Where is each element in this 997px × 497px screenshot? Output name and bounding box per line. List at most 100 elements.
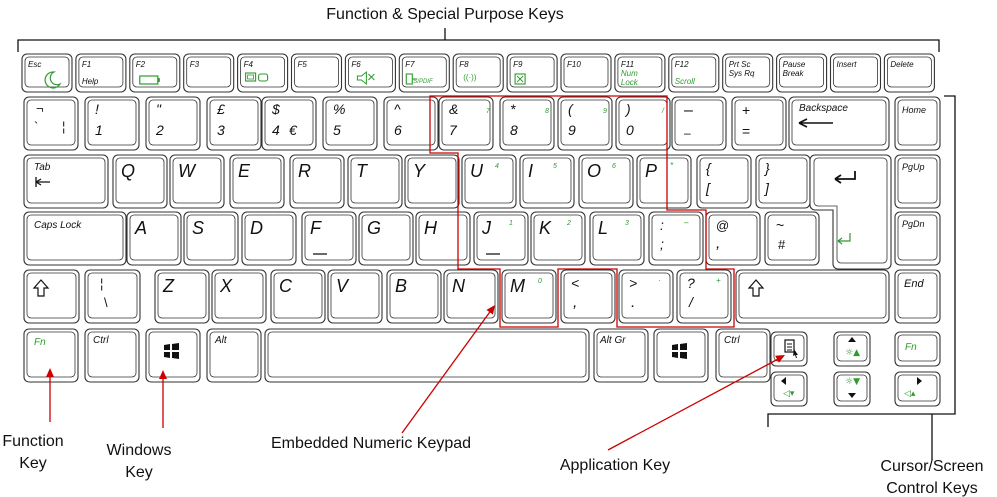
n1-key[interactable] [84, 96, 140, 151]
mute-icon [356, 70, 375, 86]
altgr-key[interactable] [593, 328, 649, 383]
ctrl-label-right: Ctrl [724, 335, 740, 346]
f5-key[interactable] [290, 53, 343, 93]
touchpad-icon [514, 73, 526, 85]
n8-key[interactable] [499, 96, 555, 151]
application-key[interactable] [770, 331, 808, 367]
r-key[interactable] [289, 154, 345, 209]
c-key[interactable] [270, 269, 326, 324]
hash-label: # [778, 237, 786, 252]
comma-key[interactable] [560, 269, 616, 324]
prtsc-key[interactable] [722, 53, 774, 93]
f2-key[interactable] [129, 53, 181, 93]
ctrl-key-left[interactable] [84, 328, 140, 383]
n0-key[interactable] [615, 96, 671, 151]
z-key[interactable] [154, 269, 210, 324]
g-key[interactable] [358, 211, 414, 266]
left-shift-key[interactable] [23, 269, 80, 324]
h-key[interactable] [415, 211, 471, 266]
n4-key[interactable] [261, 96, 317, 151]
w-key[interactable] [169, 154, 225, 209]
n7-key[interactable] [438, 96, 494, 151]
b-key[interactable] [386, 269, 442, 324]
f1-key-label: F1 [82, 60, 91, 69]
f8-key[interactable] [452, 53, 504, 93]
capslock-key[interactable] [23, 211, 127, 266]
l-key[interactable] [589, 211, 645, 266]
f-key[interactable] [301, 211, 357, 266]
fn-key-left[interactable] [23, 328, 79, 383]
volume-up-key[interactable] [894, 371, 941, 407]
esc-key[interactable] [21, 53, 73, 93]
function-key-label-line1: Function [2, 433, 63, 450]
pgup-key[interactable] [894, 154, 941, 209]
f4-key[interactable] [237, 53, 289, 93]
minus-label: – [684, 126, 691, 140]
n3-key[interactable] [206, 96, 262, 151]
n3-label: 3 [217, 122, 225, 138]
brightness-down-key[interactable] [833, 371, 871, 407]
n7-shift-label: & [449, 101, 458, 117]
right-shift-key[interactable] [735, 269, 890, 324]
n9-key[interactable] [557, 96, 613, 151]
delete-key[interactable] [883, 53, 935, 93]
s-key[interactable] [183, 211, 239, 266]
end-key[interactable] [894, 269, 941, 324]
function-special-keys-label: Function & Special Purpose Keys [326, 6, 563, 23]
k-key[interactable] [530, 211, 586, 266]
hash-key[interactable] [764, 211, 820, 266]
d-key[interactable] [241, 211, 297, 266]
n5-key[interactable] [322, 96, 378, 151]
fn-key-right[interactable] [894, 331, 941, 367]
minus-key[interactable] [671, 96, 727, 151]
slash-key[interactable] [676, 269, 732, 324]
x-key[interactable] [211, 269, 267, 324]
m-key[interactable] [501, 269, 557, 324]
y-key[interactable] [404, 154, 460, 209]
pause-key[interactable] [776, 53, 828, 93]
e-key[interactable] [229, 154, 285, 209]
n2-key[interactable] [145, 96, 201, 151]
f10-key[interactable] [560, 53, 612, 93]
alt-key[interactable] [206, 328, 262, 383]
j-key[interactable] [473, 211, 529, 266]
backtick-key[interactable] [23, 96, 79, 151]
home-key[interactable] [894, 96, 941, 151]
prtsc-label: Prt Sc [729, 60, 751, 69]
f1-key[interactable] [75, 53, 127, 93]
v-key[interactable] [327, 269, 383, 324]
q-key[interactable] [112, 154, 168, 209]
p-key[interactable] [636, 154, 692, 209]
n-label: N [452, 276, 466, 296]
period-key[interactable] [618, 269, 674, 324]
n6-key[interactable] [383, 96, 439, 151]
pgdn-key[interactable] [894, 211, 941, 266]
backspace-key[interactable] [788, 96, 890, 151]
i-key[interactable] [519, 154, 575, 209]
lbrace-key[interactable] [696, 154, 752, 209]
rbrace-key[interactable] [755, 154, 811, 209]
space-key[interactable] [264, 328, 590, 383]
ctrl-key-right[interactable] [715, 328, 771, 383]
f-label: F [310, 218, 322, 238]
a-key[interactable] [126, 211, 182, 266]
t-key[interactable] [347, 154, 403, 209]
v-label: V [336, 276, 350, 296]
at-key[interactable] [705, 211, 761, 266]
plus-equals-key[interactable] [731, 96, 787, 151]
insert-key[interactable] [829, 53, 882, 93]
pipe-key[interactable] [84, 269, 141, 324]
f11-key-label: F11 [621, 60, 634, 69]
o-key[interactable] [578, 154, 634, 209]
tab-key[interactable] [23, 154, 109, 209]
u-key[interactable] [461, 154, 517, 209]
svg-text:☼▲: ☼▲ [845, 348, 860, 358]
f3-key[interactable] [183, 53, 235, 93]
enter-key[interactable] [809, 154, 892, 270]
f12-key[interactable] [668, 53, 720, 93]
n-key[interactable] [443, 269, 499, 324]
volume-down-key[interactable] [770, 371, 808, 407]
brightness-up-key[interactable] [833, 331, 871, 367]
semicolon-key[interactable] [648, 211, 704, 266]
f11-key[interactable] [614, 53, 666, 93]
